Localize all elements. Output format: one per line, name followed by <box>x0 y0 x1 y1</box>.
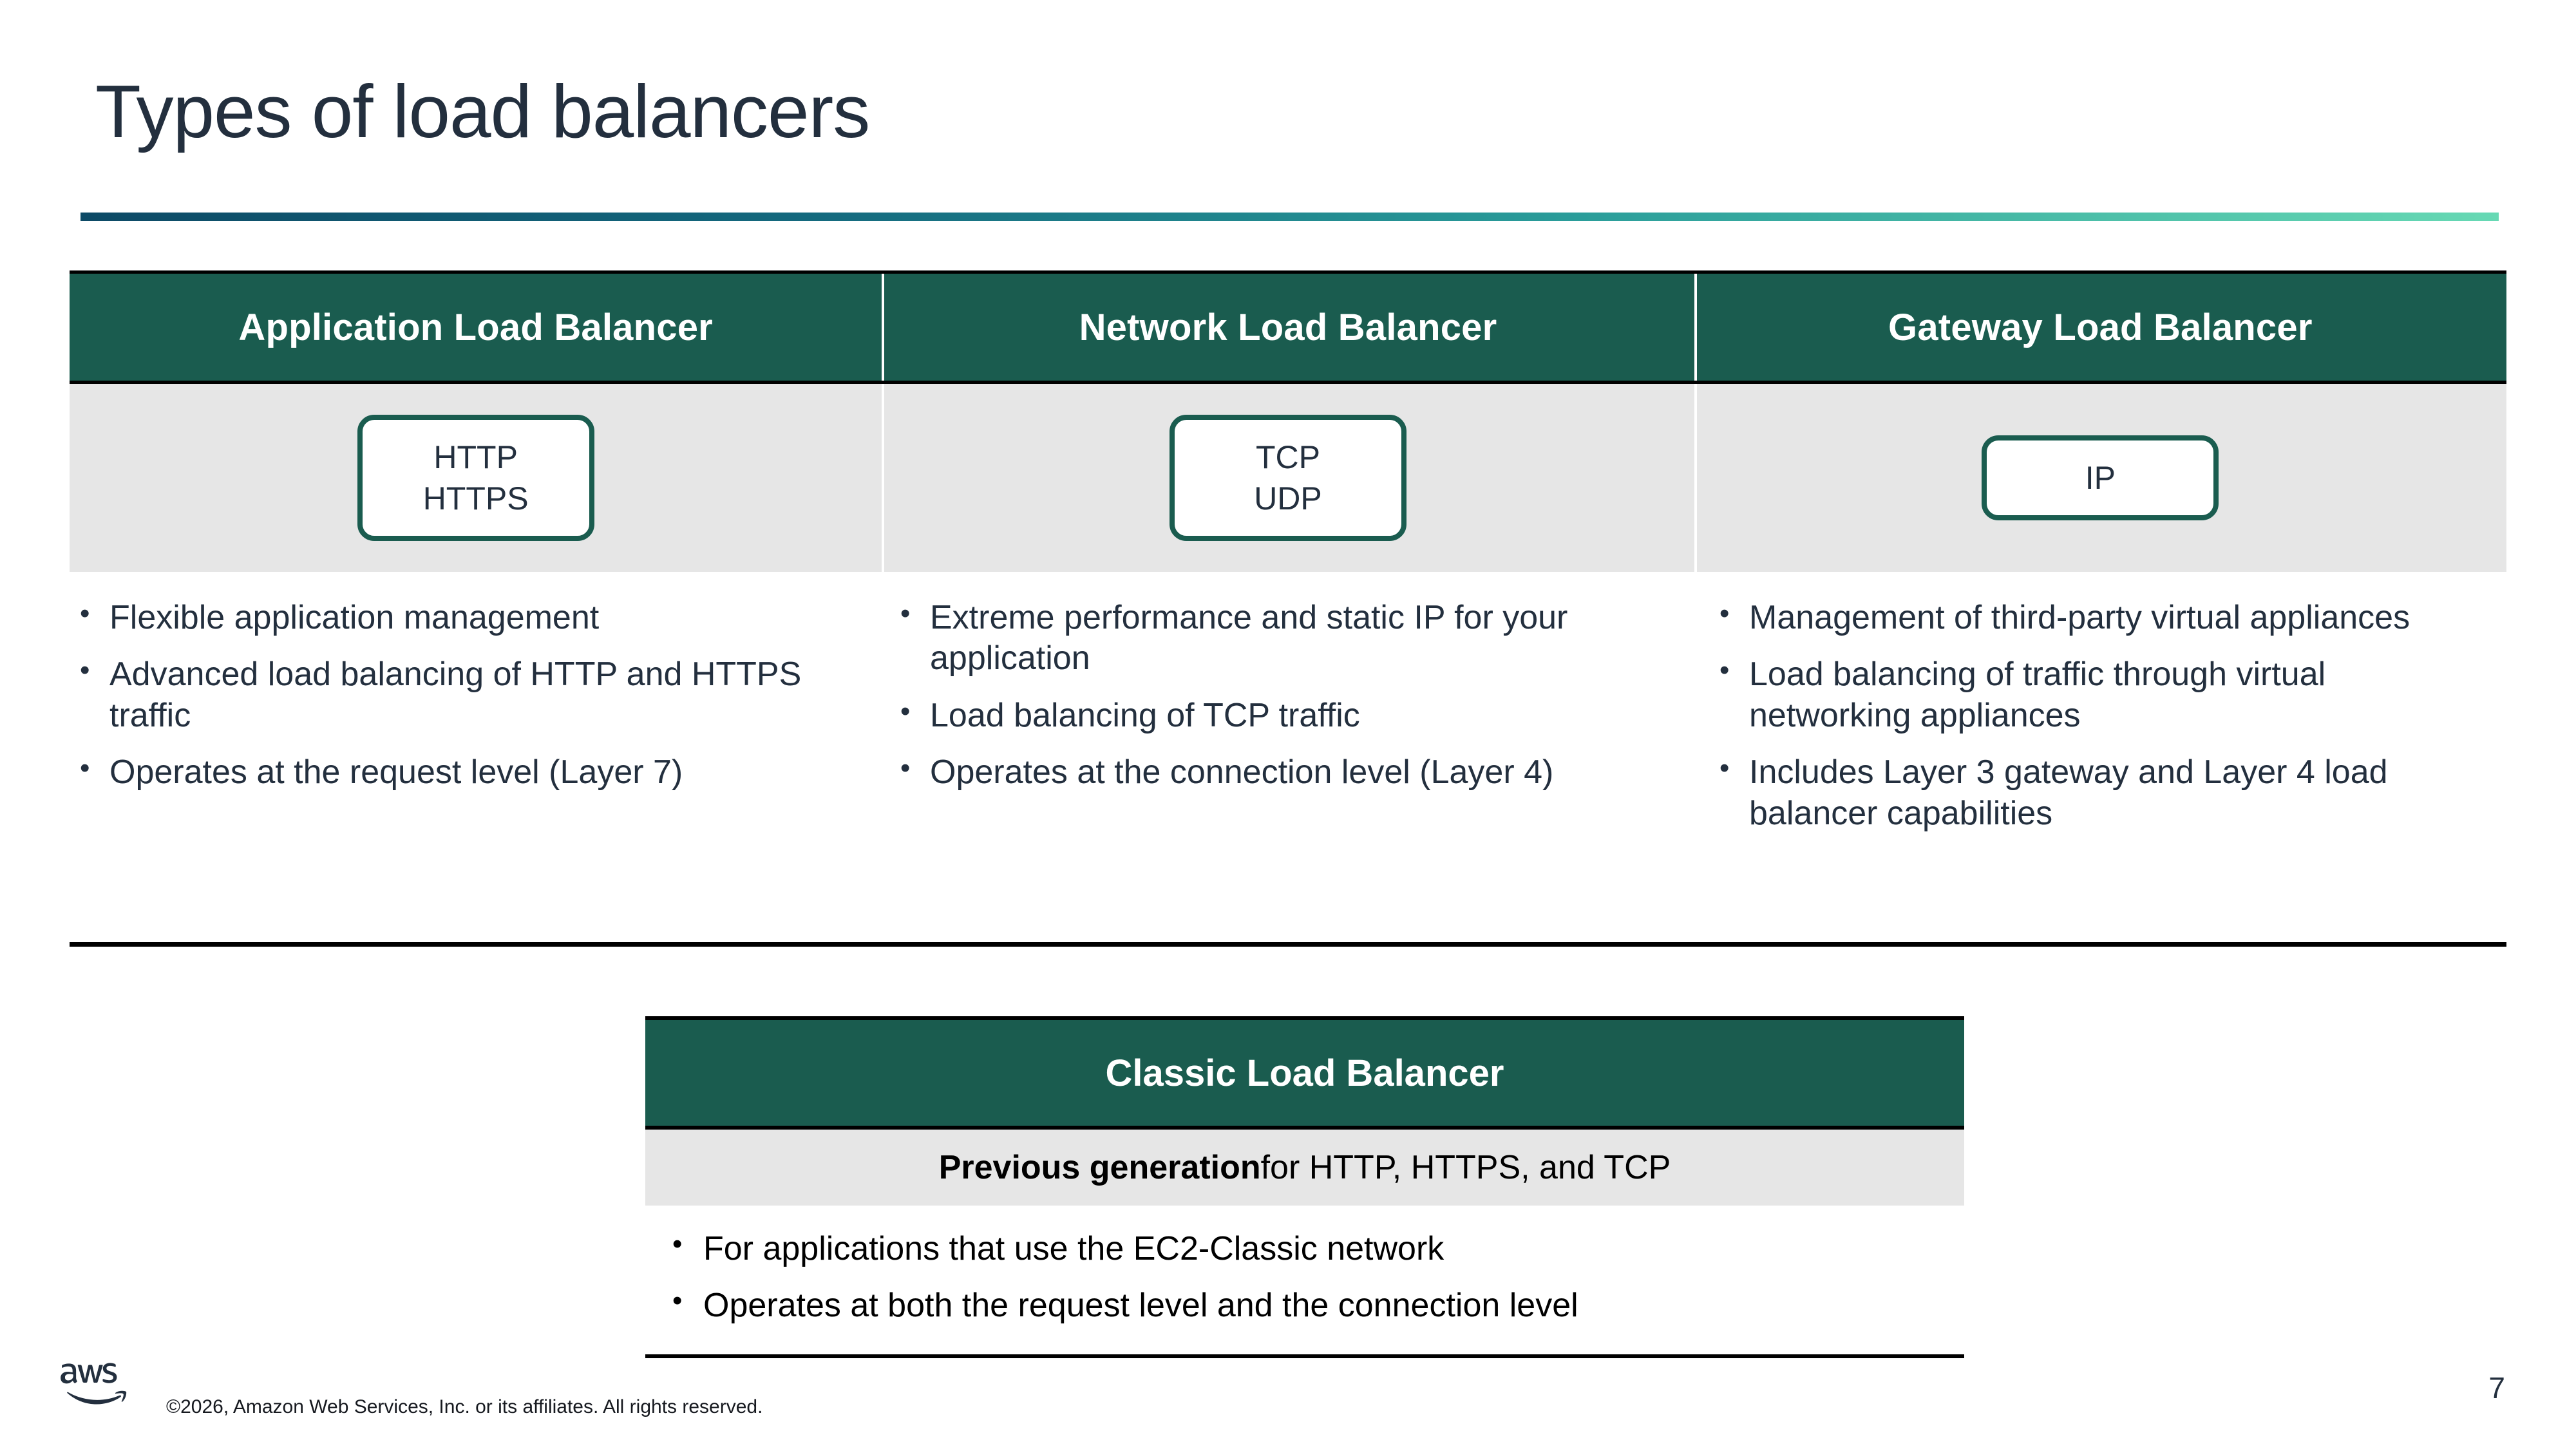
bullet-list-gateway: Management of third-party virtual applia… <box>1709 596 2478 834</box>
list-item: Advanced load balancing of HTTP and HTTP… <box>70 653 838 736</box>
bullets-cell-network: Extreme performance and static IP for yo… <box>867 596 1687 942</box>
protocol-label: TCP <box>1255 439 1320 475</box>
classic-subtitle-normal: for HTTP, HTTPS, and TCP <box>1260 1149 1671 1186</box>
aws-logo <box>59 1360 142 1419</box>
column-header-label: Gateway Load Balancer <box>1888 306 2313 348</box>
title-gradient-rule <box>80 213 2499 221</box>
column-header-gateway-load-balancer: Gateway Load Balancer <box>1694 274 2506 381</box>
protocol-badge-tcp-udp: TCP UDP <box>1169 415 1406 541</box>
classic-header-label: Classic Load Balancer <box>1105 1052 1504 1094</box>
bullet-list-classic: For applications that use the EC2-Classi… <box>645 1227 1964 1326</box>
classic-subtitle: Previous generation for HTTP, HTTPS, and… <box>645 1130 1964 1206</box>
classic-header: Classic Load Balancer <box>645 1016 1964 1130</box>
bullet-list-network: Extreme performance and static IP for yo… <box>890 596 1659 793</box>
list-item: Load balancing of traffic through virtua… <box>1709 653 2478 736</box>
bullet-list-application: Flexible application management Advanced… <box>70 596 838 793</box>
page-title: Types of load balancers <box>95 70 870 153</box>
list-item: Includes Layer 3 gateway and Layer 4 loa… <box>1709 751 2478 834</box>
column-header-application-load-balancer: Application Load Balancer <box>70 274 882 381</box>
list-item: Management of third-party virtual applia… <box>1709 596 2478 638</box>
classic-subtitle-strong: Previous generation <box>938 1149 1261 1186</box>
protocol-label: HTTP <box>433 439 518 475</box>
table-bullets-row: Flexible application management Advanced… <box>70 572 2506 947</box>
column-header-label: Network Load Balancer <box>1079 306 1497 348</box>
list-item: Operates at the request level (Layer 7) <box>70 751 838 793</box>
protocol-badge-ip: IP <box>1982 435 2219 520</box>
classic-load-balancer-block: Classic Load Balancer Previous generatio… <box>645 1016 1964 1358</box>
protocol-cell-network: TCP UDP <box>882 384 1694 572</box>
list-item: Extreme performance and static IP for yo… <box>890 596 1659 679</box>
bullets-cell-gateway: Management of third-party virtual applia… <box>1687 596 2506 942</box>
protocol-label: UDP <box>1254 480 1322 516</box>
protocol-label: IP <box>2085 460 2116 496</box>
table-header-row: Application Load Balancer Network Load B… <box>70 270 2506 384</box>
protocol-label: HTTPS <box>422 480 529 516</box>
list-item: Operates at the connection level (Layer … <box>890 751 1659 793</box>
column-header-label: Application Load Balancer <box>238 306 713 348</box>
column-header-network-load-balancer: Network Load Balancer <box>882 274 1694 381</box>
protocol-cell-application: HTTP HTTPS <box>70 384 882 572</box>
protocol-cell-gateway: IP <box>1694 384 2506 572</box>
list-item: For applications that use the EC2-Classi… <box>663 1227 1964 1269</box>
list-item: Load balancing of TCP traffic <box>890 694 1659 736</box>
classic-bullets: For applications that use the EC2-Classi… <box>645 1206 1964 1358</box>
slide-number: 7 <box>2488 1371 2505 1405</box>
load-balancer-comparison-table: Application Load Balancer Network Load B… <box>70 270 2506 947</box>
protocol-badge-row: HTTP HTTPS TCP UDP IP <box>70 384 2506 572</box>
bullets-cell-application: Flexible application management Advanced… <box>70 596 867 942</box>
protocol-badge-http-https: HTTP HTTPS <box>357 415 594 541</box>
list-item: Operates at both the request level and t… <box>663 1284 1964 1325</box>
footer-copyright: ©2026, Amazon Web Services, Inc. or its … <box>166 1396 763 1417</box>
list-item: Flexible application management <box>70 596 838 638</box>
